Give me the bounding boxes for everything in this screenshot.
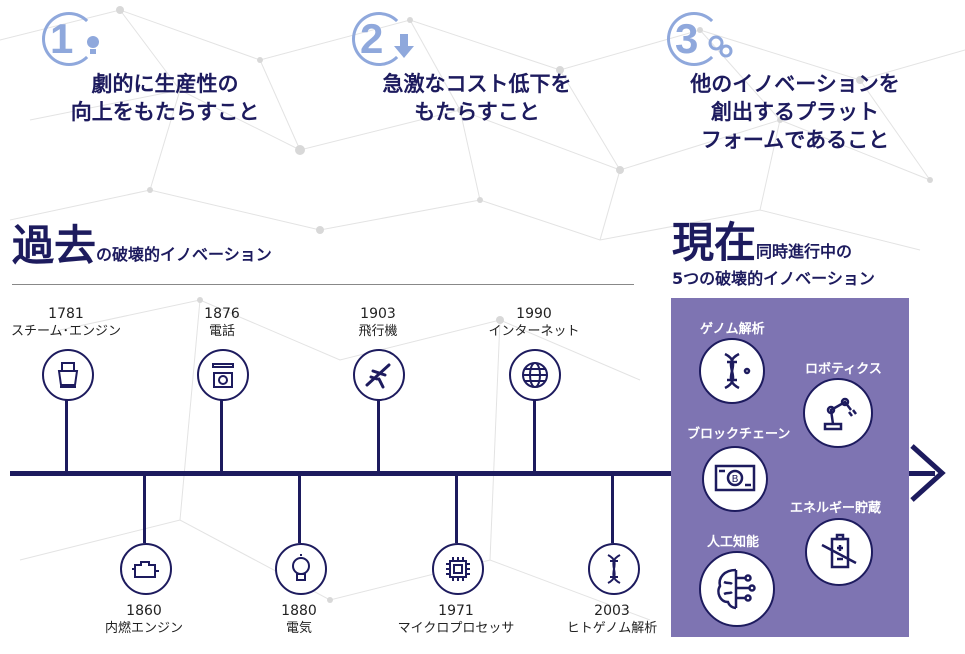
event-year: 1990: [516, 306, 552, 322]
event-label: マイクロプロセッサ: [397, 621, 515, 636]
airplane-icon: [353, 349, 405, 401]
event-connector: [143, 476, 146, 543]
event-label: 飛行機: [358, 324, 398, 339]
steam-engine-icon: [42, 349, 94, 401]
bitcoin-card-icon: B: [702, 446, 768, 512]
present-heading: 現在同時進行中の: [672, 218, 853, 267]
brain-circuit-icon: [699, 551, 775, 627]
event-year: 1880: [281, 603, 317, 619]
dna-icon: [588, 543, 640, 595]
microchip-icon: [432, 543, 484, 595]
event-year: 1971: [438, 603, 474, 619]
event-label: スチーム･エンジン: [10, 324, 122, 339]
down-arrow-icon: [394, 34, 414, 58]
event-connector: [377, 400, 380, 472]
criterion-2-text: 急激なコスト低下をもたらすこと: [382, 72, 572, 124]
event-year: 1860: [126, 603, 162, 619]
criterion-2-number: 2: [352, 12, 414, 66]
innovation-label: ロボティクス: [805, 362, 882, 377]
lightbulb-icon: [275, 543, 327, 595]
event-connector: [533, 400, 536, 472]
timeline-axis: [10, 471, 935, 476]
lightbulb-icon: [87, 36, 99, 54]
dna-icon: [699, 338, 765, 404]
event-label: 内燃エンジン: [104, 621, 183, 636]
engine-icon: [120, 543, 172, 595]
battery-icon: [805, 518, 873, 586]
innovation-label: 人工知能: [707, 535, 760, 550]
present-subtitle: 5つの破壊的イノベーション: [672, 269, 875, 288]
event-connector: [611, 476, 614, 543]
event-year: 1903: [360, 306, 396, 322]
telephone-icon: [197, 349, 249, 401]
criterion-3-number: 3: [667, 12, 733, 66]
event-label: 電話: [208, 324, 235, 339]
globe-icon: [509, 349, 561, 401]
event-connector: [220, 400, 223, 472]
event-label: インターネット: [488, 324, 580, 339]
innovation-label: エネルギー貯蔵: [790, 501, 882, 516]
timeline-arrowhead: [910, 444, 946, 502]
event-label: 電気: [285, 621, 312, 636]
event-year: 1781: [48, 306, 84, 322]
gears-icon: [708, 35, 733, 58]
past-divider: [12, 284, 634, 285]
robot-arm-icon: [803, 378, 873, 448]
event-connector: [455, 476, 458, 543]
event-year: 2003: [594, 603, 630, 619]
past-heading: 過去の破壊的イノベーション: [12, 221, 272, 270]
event-connector: [298, 476, 301, 543]
innovation-label: ブロックチェーン: [687, 427, 791, 442]
event-year: 1876: [204, 306, 240, 322]
event-label: ヒトゲノム解析: [566, 621, 658, 636]
criterion-1-text: 劇的に生産性の向上をもたらすこと: [70, 72, 260, 124]
criterion-3-text: 他のイノベーションを創出するプラットフォームであること: [690, 72, 900, 152]
event-connector: [65, 400, 68, 472]
criterion-1-number: 1: [42, 12, 99, 66]
svg-text:B: B: [732, 474, 739, 485]
innovation-label: ゲノム解析: [700, 322, 765, 337]
